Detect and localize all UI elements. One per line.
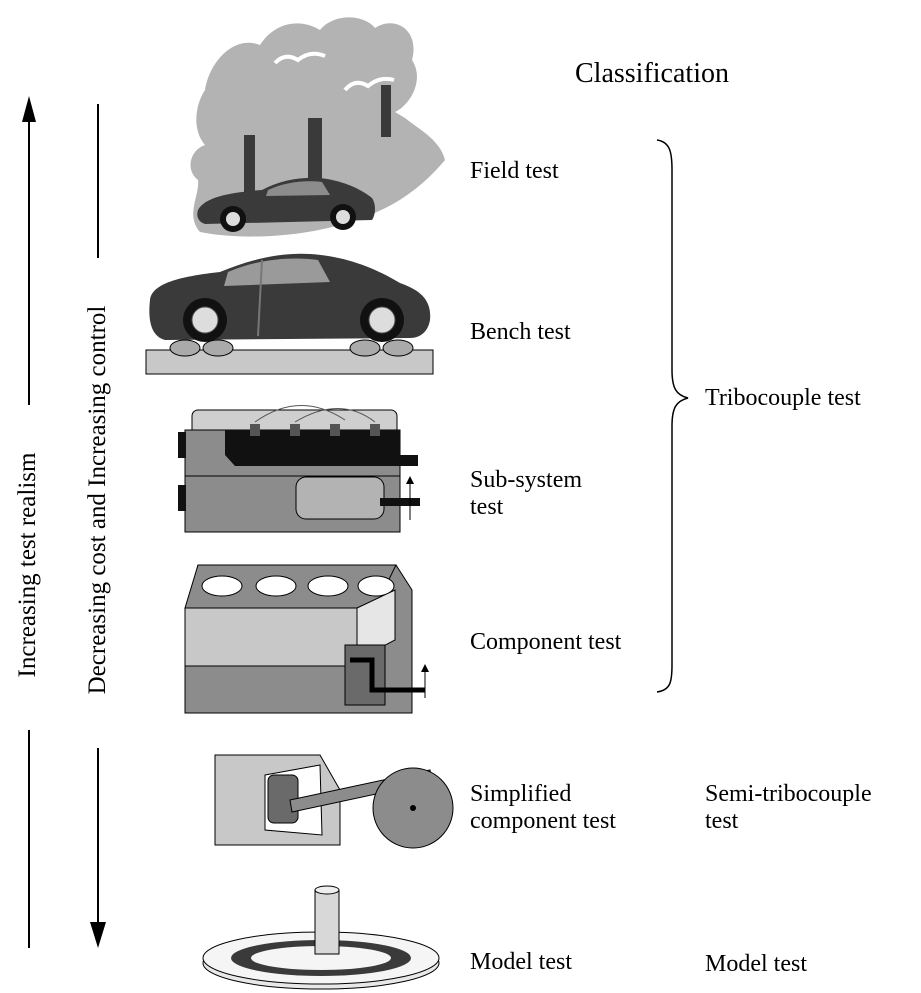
class-label-model: Model test [705, 951, 807, 977]
bench-test-illustration [145, 253, 434, 375]
simplified-component-illustration [214, 754, 454, 849]
realism-axis-arrow [22, 96, 36, 948]
level-label-bench-test: Bench test [470, 319, 571, 345]
level-label-subsystem-test: Sub-system test [470, 467, 583, 520]
classification-heading: Classification [575, 58, 729, 89]
component-test-illustration [184, 564, 429, 714]
level-label-model-test: Model test [470, 949, 572, 975]
class-label-tribocouple: Tribocouple test [705, 385, 861, 411]
realism-axis-label: Increasing test realism [14, 452, 41, 678]
cost-control-axis-arrow [90, 104, 106, 948]
cost-control-axis-label: Decreasing cost and Increasing control [84, 305, 111, 695]
level-label-field-test: Field test [470, 158, 559, 184]
level-label-simplified-component-test: Simplified component test [470, 781, 616, 834]
model-test-illustration [202, 885, 440, 990]
level-label-component-test: Component test [470, 629, 622, 655]
field-test-illustration [190, 17, 445, 237]
subsystem-test-illustration [178, 405, 420, 533]
tribocouple-brace [656, 139, 689, 693]
class-label-semi-tribocouple: Semi-tribocouple test [705, 781, 872, 834]
